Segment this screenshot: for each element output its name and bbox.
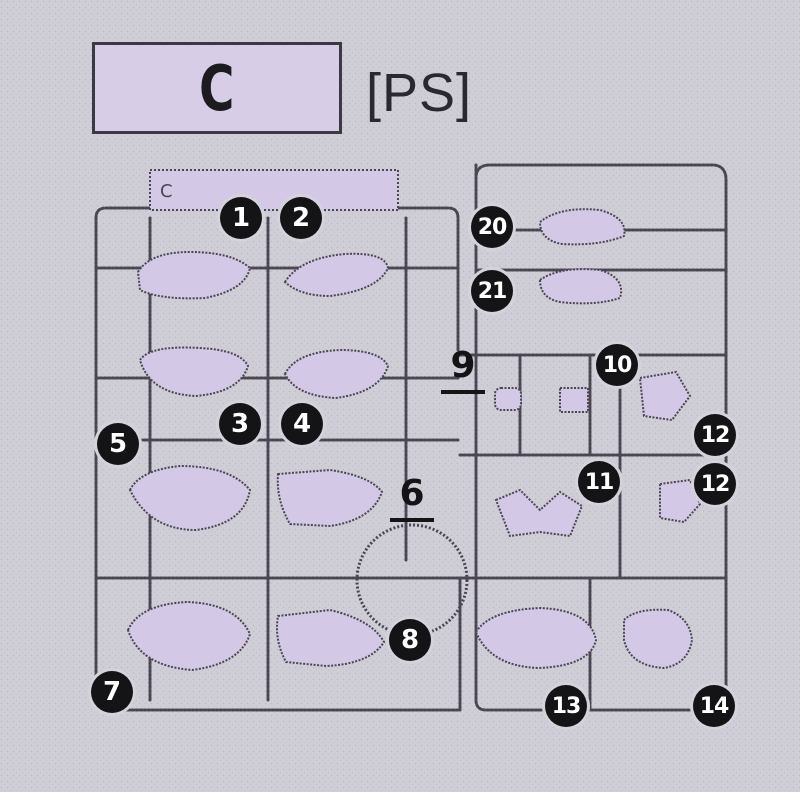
part-label-11: 11 — [578, 461, 620, 503]
part-3-shape — [138, 346, 250, 398]
part-5-shape — [128, 464, 252, 532]
part-label-6: 6 — [390, 474, 434, 522]
part-label-8: 8 — [389, 619, 431, 661]
runner-tag — [149, 169, 399, 211]
part-11-shape — [494, 488, 584, 538]
part-label-4: 4 — [281, 403, 323, 445]
part-2-shape — [283, 252, 390, 298]
part-label-13: 13 — [545, 685, 587, 727]
runner-letter: C — [199, 51, 235, 125]
part-label-12a: 12 — [694, 414, 736, 456]
part-9-shape — [494, 387, 522, 411]
part-21-shape — [538, 268, 622, 305]
material-label: [PS] — [366, 63, 473, 123]
part-1-shape — [136, 250, 252, 300]
part-8-shape — [276, 608, 386, 668]
part-label-9: 9 — [441, 346, 485, 394]
part-label-2: 2 — [280, 197, 322, 239]
part-label-10: 10 — [596, 344, 638, 386]
part-label-20: 20 — [471, 206, 513, 248]
part-label-7: 7 — [91, 671, 133, 713]
part-label-21: 21 — [471, 270, 513, 312]
part-6-shape — [276, 468, 384, 528]
part-label-1: 1 — [220, 197, 262, 239]
part-12a-shape — [638, 370, 692, 422]
ring-runner — [355, 523, 469, 637]
part-label-3: 3 — [219, 403, 261, 445]
part-label-5: 5 — [97, 423, 139, 465]
part-7-shape — [126, 600, 252, 672]
part-20-shape — [538, 208, 626, 246]
part-4-shape — [283, 348, 390, 400]
runner-tag-letter: C — [160, 181, 173, 202]
part-label-14: 14 — [693, 685, 735, 727]
part-10-shape — [559, 387, 589, 413]
runner-letter-box: C — [92, 42, 342, 134]
part-label-12b: 12 — [694, 463, 736, 505]
part-14-shape — [623, 608, 694, 670]
part-13-shape — [474, 606, 598, 670]
runner-frame-top — [94, 206, 460, 352]
part-12b-shape — [659, 478, 702, 524]
